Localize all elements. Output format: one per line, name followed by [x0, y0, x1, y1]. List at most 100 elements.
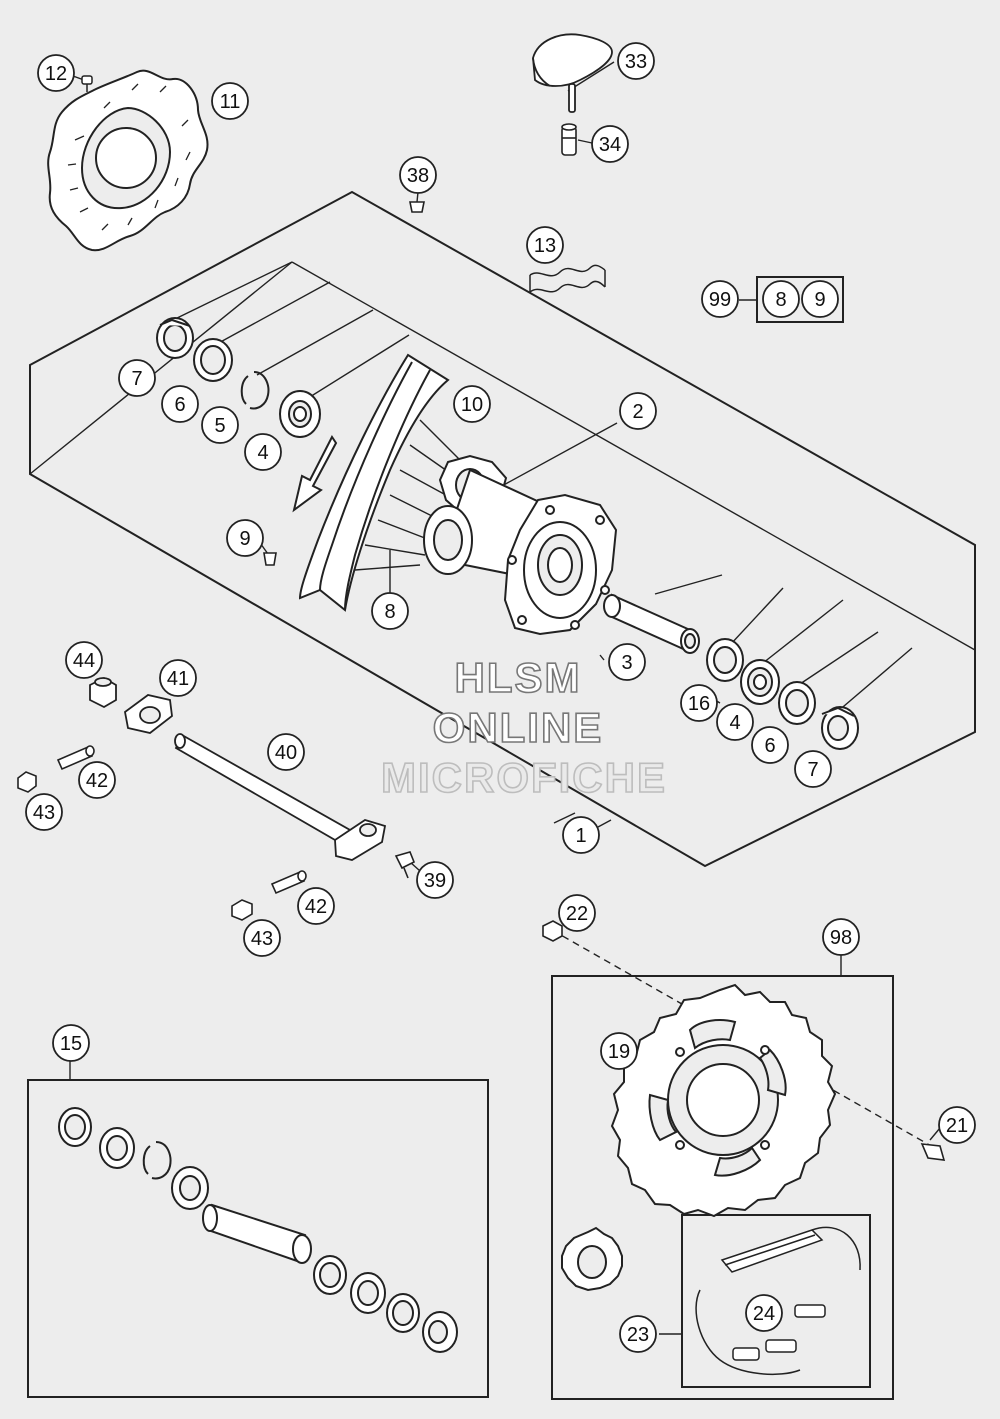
callout-label: 6: [174, 394, 185, 416]
callout-circle: [617, 42, 655, 80]
callout-label: 3: [621, 652, 632, 674]
callout-c43a: 43: [25, 793, 63, 831]
callout-c33: 33: [617, 42, 655, 80]
callout-circle: [399, 156, 437, 194]
callout-circle: [65, 641, 103, 679]
callout-c42b: 42: [297, 887, 335, 925]
sprocket-bolt: [920, 1143, 946, 1161]
callout-label: 1: [575, 825, 586, 847]
kit-item-9: 9: [814, 289, 825, 311]
callout-label: 43: [33, 802, 55, 824]
callout-label: 4: [729, 712, 740, 734]
callout-circle: [267, 733, 305, 771]
callout-circle: [600, 1032, 638, 1070]
callout-c16: 16: [680, 684, 718, 722]
adjuster-nut-b: [231, 899, 253, 921]
callout-circle: [161, 385, 199, 423]
callout-label: 41: [167, 668, 189, 690]
callout-c4b: 4: [716, 703, 754, 741]
callout-label: 98: [830, 927, 852, 949]
callout-circle: [794, 750, 832, 788]
kit-box: [756, 276, 844, 323]
bearing-kit-frame: [27, 1079, 489, 1398]
callout-label: 33: [625, 51, 647, 73]
chain-subframe: [681, 1214, 871, 1388]
callout-c1: 1: [562, 816, 600, 854]
callout-circle: [416, 861, 454, 899]
axle-cap: [394, 851, 416, 879]
callout-label: 9: [239, 528, 250, 550]
bearing-kit-parts: [58, 1107, 458, 1353]
callout-circle: [680, 684, 718, 722]
callout-c15: 15: [52, 1024, 90, 1062]
callout-circle: [201, 406, 239, 444]
brake-disc: [47, 69, 209, 252]
callout-circle: [52, 1024, 90, 1062]
callout-circle: [591, 125, 629, 163]
callout-label: 44: [73, 650, 95, 672]
right-bearing-stack: [706, 638, 859, 750]
callout-c40: 40: [267, 733, 305, 771]
callout-circle: [118, 359, 156, 397]
callout-c39: 39: [416, 861, 454, 899]
callout-c7b: 7: [794, 750, 832, 788]
sprocket-nut: [542, 920, 563, 942]
callout-c41: 41: [159, 659, 197, 697]
callout-label: 42: [305, 896, 327, 918]
kit-label-99: 99: [709, 289, 731, 311]
callout-c22: 22: [558, 894, 596, 932]
watermark-line-2: ONLINE: [433, 704, 604, 751]
front-sprocket: [561, 1226, 623, 1292]
watermark-line-3: MICROFICHE: [381, 754, 667, 801]
callout-c11: 11: [211, 82, 249, 120]
callout-c2: 2: [619, 392, 657, 430]
callout-circle: [243, 919, 281, 957]
callout-c8: 8: [371, 592, 409, 630]
kit-box-items: 8 9 99: [701, 280, 839, 318]
left-bearing-stack: [156, 317, 321, 438]
chain-adjuster: [124, 694, 173, 734]
callout-label: 42: [86, 770, 108, 792]
watermark: HLSM ONLINE MICROFICHE: [380, 653, 667, 802]
callout-circle: [297, 887, 335, 925]
callout-circle: [25, 793, 63, 831]
callout-label: 4: [257, 442, 268, 464]
callout-circle: [244, 433, 282, 471]
callout-c10: 10: [453, 385, 491, 423]
callout-label: 16: [688, 693, 710, 715]
callout-c38: 38: [399, 156, 437, 194]
cap-part: [409, 201, 425, 213]
callout-circle: [371, 592, 409, 630]
wheel-hub: [423, 454, 618, 636]
callout-circle: [822, 918, 860, 956]
drive-kit-frame: [551, 975, 894, 1400]
wheel-axle: [174, 733, 387, 861]
callout-c44: 44: [65, 641, 103, 679]
callout-circle: [211, 82, 249, 120]
valve-nut: [263, 552, 277, 566]
callout-label: 8: [384, 601, 395, 623]
watermark-line-1: HLSM: [455, 654, 582, 701]
callout-c6b: 6: [751, 726, 789, 764]
callout-circle: [37, 54, 75, 92]
callout-c43b: 43: [243, 919, 281, 957]
rotation-arrow: [292, 435, 338, 513]
callout-c7a: 7: [118, 359, 156, 397]
callout-circle: [608, 643, 646, 681]
callout-label: 10: [461, 394, 483, 416]
callout-c9: 9: [226, 519, 264, 557]
callout-label: 40: [275, 742, 297, 764]
callout-circle: [745, 1294, 783, 1332]
rim-tape: [529, 264, 606, 293]
callout-label: 43: [251, 928, 273, 950]
callout-label: 19: [608, 1041, 630, 1063]
callout-label: 7: [131, 368, 142, 390]
callout-circle: [619, 1315, 657, 1353]
adjuster-bolt-b: [270, 870, 307, 895]
callout-circle: [226, 519, 264, 557]
callout-circle: [619, 392, 657, 430]
callout-label: 12: [45, 63, 67, 85]
callout-label: 24: [753, 1303, 775, 1325]
callout-circle: [526, 226, 564, 264]
